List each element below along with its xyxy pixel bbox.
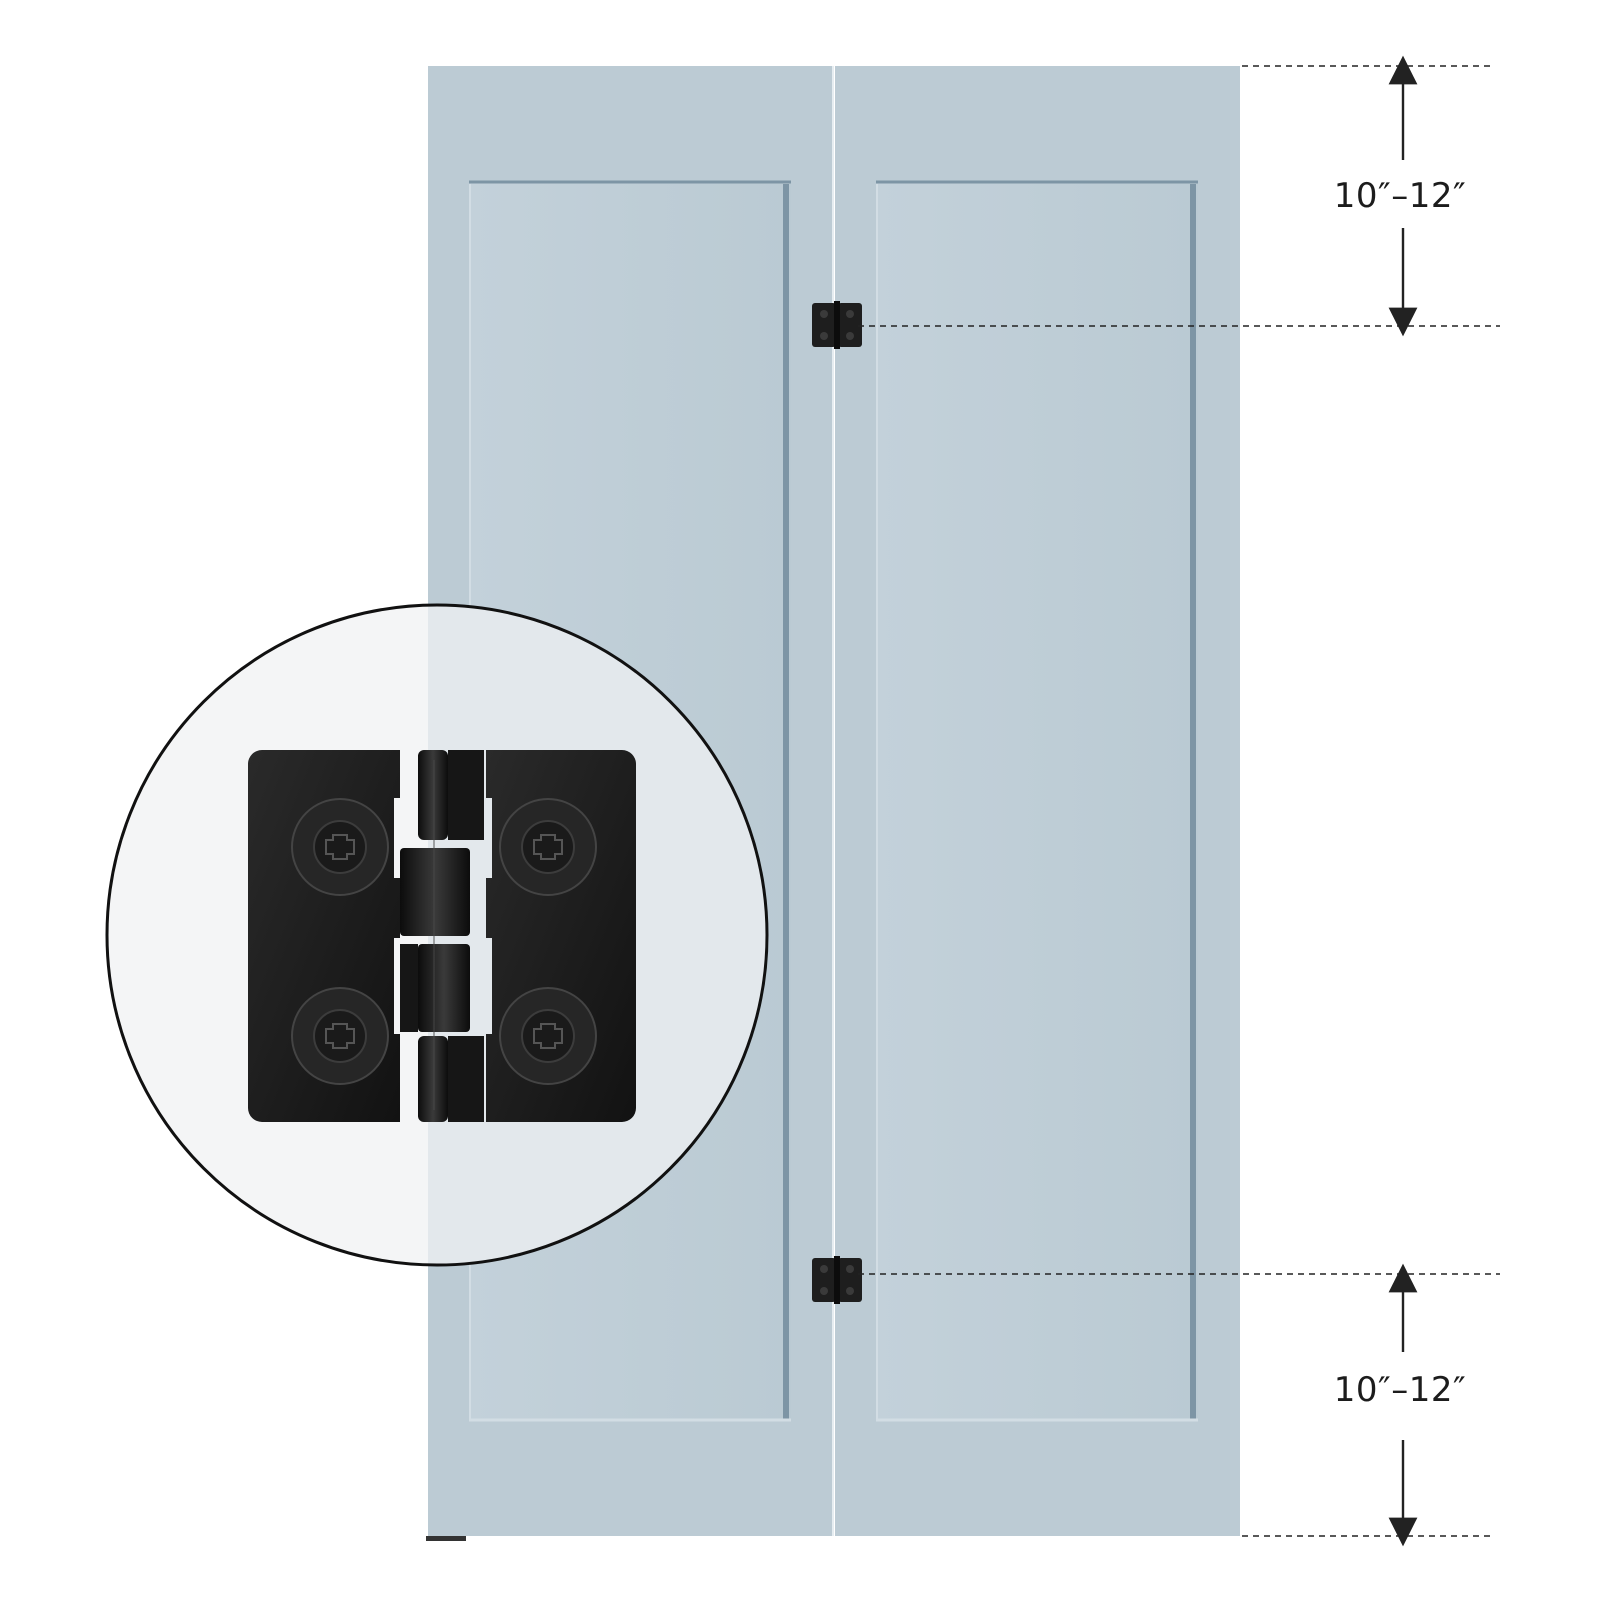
phillips-screw-icon	[291, 798, 389, 896]
hinge-knuckle	[400, 848, 470, 936]
right-door-leaf	[835, 66, 1240, 1536]
phillips-screw-icon	[499, 987, 597, 1085]
hinge-knuckle	[418, 1036, 448, 1122]
phillips-screw-icon	[291, 987, 389, 1085]
top-dimension-label: 10″–12″	[1290, 172, 1510, 220]
hinge-knuckle	[418, 944, 470, 1032]
phillips-screw-icon	[499, 798, 597, 896]
right-door-panel	[876, 182, 1198, 1420]
hinge-knuckle	[418, 750, 448, 840]
dimension-lines	[858, 65, 1500, 1537]
top-hinge-icon	[812, 301, 862, 349]
bottom-hinge-icon	[812, 1256, 862, 1304]
bottom-dimension-label: 10″–12″	[1290, 1366, 1510, 1414]
door-pivot-pin	[426, 1536, 466, 1541]
enlarged-hinge-icon	[248, 750, 636, 1122]
